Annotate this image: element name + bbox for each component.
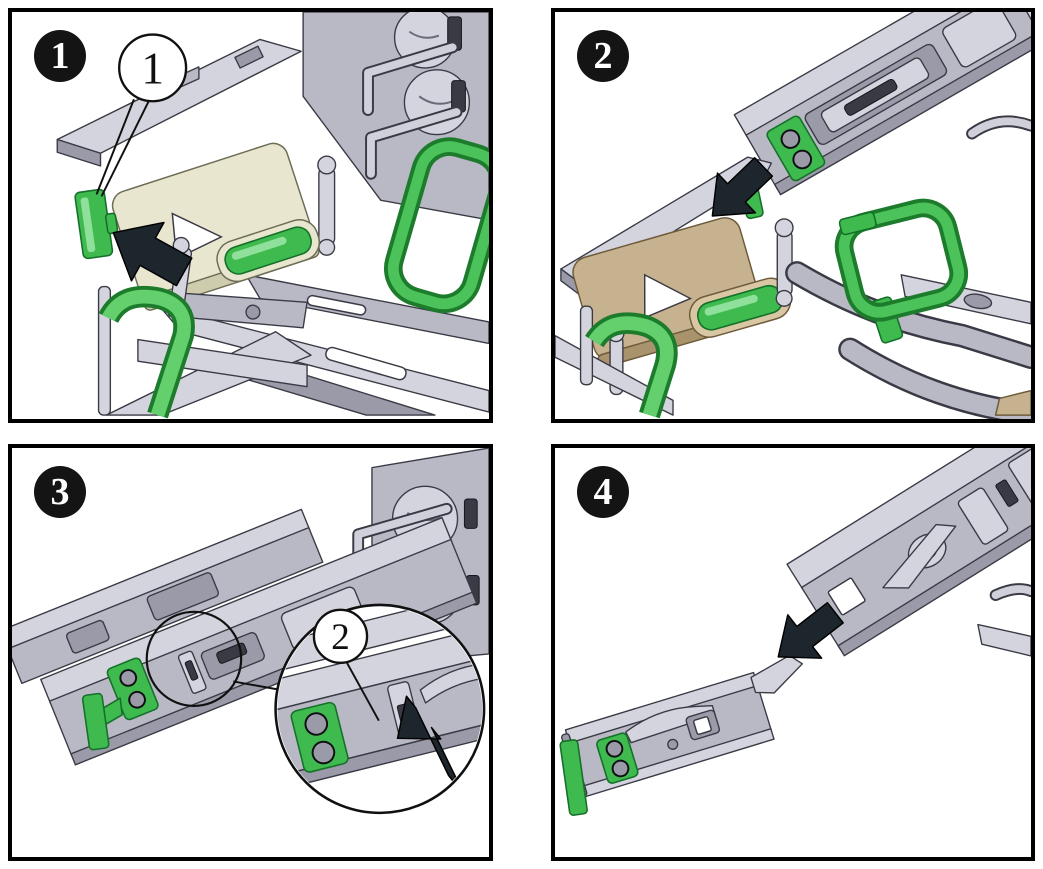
callout-circle [312,608,369,664]
hinge-pin [317,155,337,256]
arrow-left-icon [112,221,193,287]
step-number: 3 [50,471,70,513]
panel-step-4: 4 [551,444,1035,861]
slide-rail [786,448,1031,657]
cable-strap-loop [834,198,969,322]
arrow-down-left-icon [711,156,774,217]
cma-arms [105,274,489,416]
cma-rail-connector-green-zoomed[interactable] [290,701,349,773]
step-2-illustration [555,12,1031,419]
callout-number: 1 [141,44,164,94]
triangle-cutout [643,273,693,319]
callout-2: 2 [312,608,380,722]
connector-finger-tab [750,654,804,694]
callout-number: 2 [331,617,350,658]
step-number: 4 [593,471,613,513]
step-badge-3: 3 [34,466,86,518]
arrow-down-left-icon [777,601,844,659]
velcro-strap-left [555,305,678,419]
hinge-pin [774,218,794,307]
callout-leader-line [95,98,135,195]
callout-leader-line [345,661,380,722]
callout-leader-line [100,100,150,197]
panel-step-1: 1 1 [8,8,493,423]
velcro-strap-left [98,285,308,419]
connector-a-release-tab[interactable] [74,188,121,260]
slide-rail-upper [12,508,324,685]
magnifier-ring [274,603,486,815]
green-release-tab[interactable] [559,739,588,816]
step-3-illustration: 2 [12,448,489,815]
support-bar [977,623,1031,657]
latch-highlight-circle [145,610,243,708]
cma-rail-connector-green[interactable] [765,114,826,182]
step-badge-4: 4 [577,466,629,518]
green-release-tab[interactable] [81,692,110,751]
magnifier-link-line [233,680,283,692]
server-rear-chassis [302,12,489,221]
step-number: 1 [50,35,70,77]
step-badge-2: 2 [577,30,629,82]
strap-corner-piece [994,389,1031,416]
rail-square-slot [827,577,866,616]
panel-step-3: 2 3 [8,444,493,861]
slide-rail [733,12,1031,196]
detached-cma-connector[interactable] [558,653,821,799]
panel-step-2: 2 [551,8,1035,423]
green-connector-plate [596,732,639,784]
callout-circle [118,33,188,103]
latch-spring [625,704,716,744]
step-number: 2 [593,35,613,77]
step-1-illustration: 1 [56,12,489,419]
step-badge-1: 1 [34,30,86,82]
step-4-illustration [558,448,1031,816]
release-latch[interactable] [177,650,207,694]
cable-strap-loop-right [383,137,489,314]
rail-latch-arm [882,523,957,589]
callout-1: 1 [95,33,188,197]
green-latch-pad[interactable] [222,224,315,277]
